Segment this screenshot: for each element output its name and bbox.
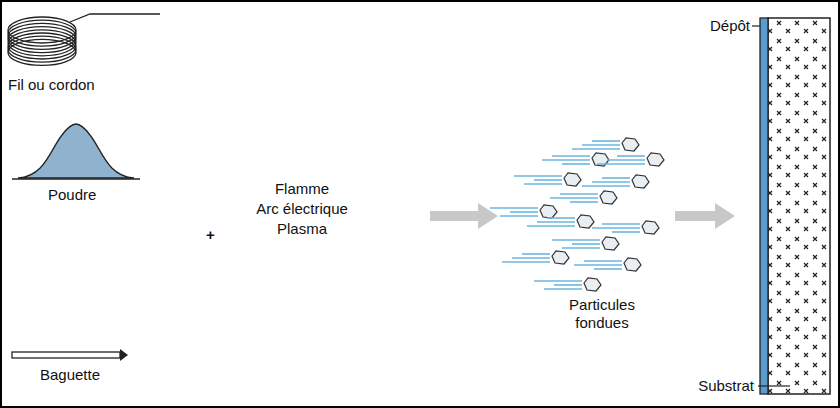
leader-line (758, 385, 790, 386)
powder-base (12, 178, 140, 180)
substrate (768, 18, 830, 394)
part-label: Poudre (48, 186, 96, 204)
molten-particles (490, 138, 664, 291)
part-label: Fil ou cordon (8, 76, 95, 94)
leader-line (752, 25, 760, 26)
powder-symbol (18, 124, 134, 178)
heat-source-label: Flamme (275, 180, 329, 198)
part-label: Baguette (40, 366, 100, 384)
rod-tip (120, 349, 128, 361)
deposit-layer (760, 18, 768, 394)
heat-source-label: Arc électrique (256, 200, 348, 218)
heat-source-label: Plasma (277, 220, 327, 238)
part-label: Substrat (698, 377, 754, 395)
process-arrow (430, 203, 735, 229)
part-label: Particules fondues (547, 296, 657, 332)
operator-symbol: + (206, 226, 215, 244)
part-label: Dépôt (710, 17, 750, 35)
wire-coil (8, 14, 160, 65)
rod-symbol (12, 352, 120, 358)
